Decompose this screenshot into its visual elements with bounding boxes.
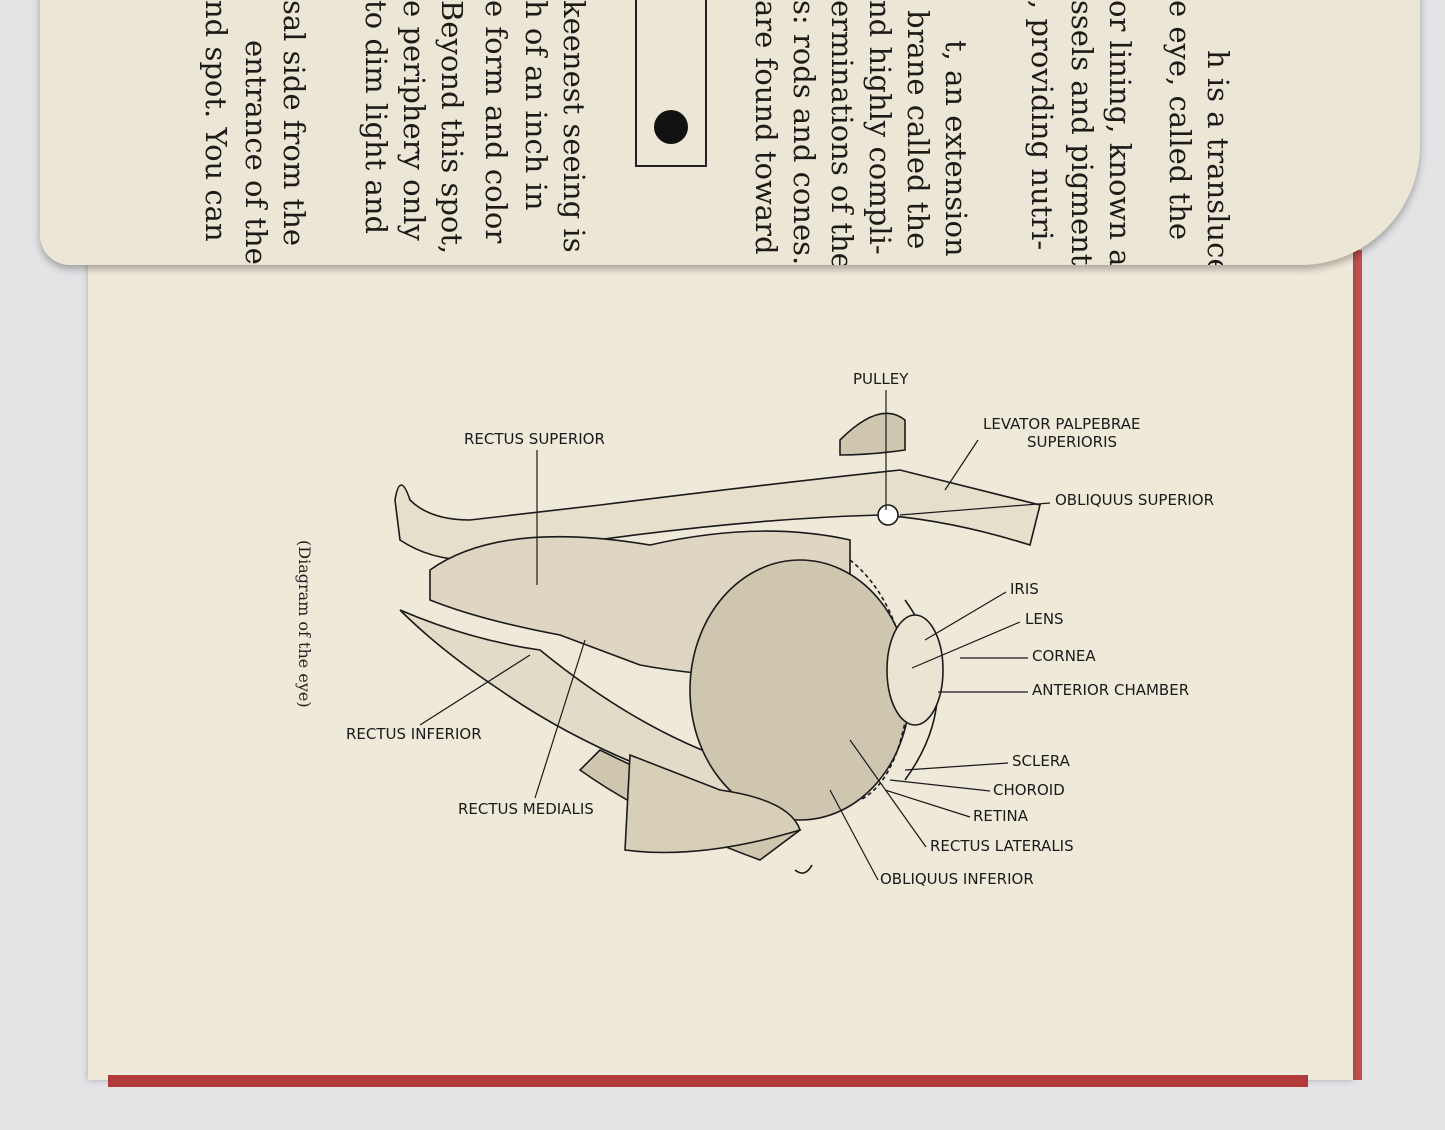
label-sclera: SCLERA [1012,752,1071,770]
label-pulley: PULLEY [853,370,909,388]
label-rectus-superior: RECTUS SUPERIOR [464,430,605,448]
eye-drawing [394,412,1041,874]
text-line: e form and color [479,0,513,244]
lens [886,614,944,726]
text-line: t, an extension of [939,40,973,265]
text-line: erminations of the [825,0,859,265]
text-line: keenest seeing is [557,0,591,253]
label-rectus-inferior: RECTUS INFERIOR [346,725,482,743]
label-rectus-lateralis: RECTUS LATERALIS [930,837,1074,855]
label-levator-superioris: SUPERIORIS [1027,433,1117,451]
text-line: entrance of the [239,40,273,265]
label-obliquus-superior: OBLIQUUS SUPERIOR [1055,491,1214,509]
text-line: e periphery only [397,0,431,241]
label-retina: RETINA [973,807,1029,825]
label-choroid: CHOROID [993,781,1065,799]
text-line: h is a translucent [1201,50,1235,265]
text-line: nd spot. You can [199,0,233,242]
text-line: Beyond this spot, [435,0,469,255]
black-dot [654,110,688,144]
text-line: are found toward [749,0,783,255]
label-iris: IRIS [1010,580,1039,598]
text-line: nd highly compli- [863,0,897,255]
text-line: ssels and pigment, [1065,0,1099,265]
book-cover-edge-bottom [108,1075,1308,1087]
text-line: sal side from the [277,0,311,247]
label-lens: LENS [1025,610,1064,628]
text-line: h of an inch in [519,0,553,211]
book-cover-edge-right [1350,250,1362,1080]
text-line: brane called the [901,10,935,250]
leader-lines [419,390,1051,881]
diagram-caption: (Diagram of the eye) [295,540,314,708]
label-anterior-chamber: ANTERIOR CHAMBER [1032,681,1189,699]
bone [624,753,802,854]
text-line: , providing nutri- [1025,0,1059,251]
text-line: s: rods and cones. [787,0,821,265]
label-cornea: CORNEA [1032,647,1096,665]
label-rectus-medialis: RECTUS MEDIALIS [458,800,594,818]
text-line: or lining, known as [1103,0,1137,265]
diagram-labels: PULLEY RECTUS SUPERIOR LEVATOR PALPEBRAE… [346,370,1214,888]
figure-box [635,0,707,167]
text-line: to dim light and [359,0,393,235]
eyeball [689,559,911,821]
label-obliquus-inferior: OBLIQUUS INFERIOR [880,870,1034,888]
label-levator-palpebrae: LEVATOR PALPEBRAE [983,415,1140,433]
top-page: h is a translucent e eye, called the or … [40,0,1420,265]
text-line: e eye, called the [1163,0,1197,241]
